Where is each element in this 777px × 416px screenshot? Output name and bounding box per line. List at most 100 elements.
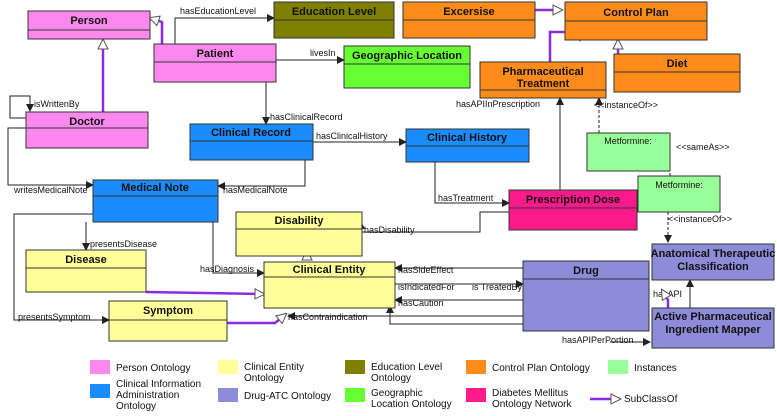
legend-label-subclass: SubClassOf	[624, 394, 678, 405]
node-person: Person	[27, 10, 151, 40]
node-drug-label: Drug	[573, 265, 599, 277]
edge-label-has-api-in-prescription: hasAPIInPrescription	[456, 99, 540, 109]
legend-label-clinical-info-3: Ontology	[116, 401, 156, 412]
legend-label-drug-atc: Drug-ATC Ontology	[244, 391, 331, 402]
node-doctor-label: Doctor	[69, 116, 105, 128]
edge-label-has-medical-note: hasMedicalNote	[223, 185, 288, 195]
legend-swatch-education	[345, 360, 365, 374]
edge-has-medical-note	[217, 160, 306, 190]
node-patient: Patient	[153, 43, 277, 83]
node-control-plan: Control Plan	[564, 1, 708, 41]
legend-item-control-plan: Control Plan Ontology	[466, 360, 590, 374]
edge-label-lives-in: livesIn	[310, 48, 336, 58]
node-atc-label-2: Classification	[677, 261, 749, 273]
edge-label-instance-of-1: <<instanceOf>>	[594, 100, 658, 110]
node-symptom-label: Symptom	[143, 305, 193, 317]
legend-item-instances: Instances	[608, 360, 677, 374]
legend-label-diabetes-2: Ontology Network	[492, 399, 572, 410]
subclass-disease-clinical-entity	[145, 292, 264, 294]
legend-item-diabetes: Diabetes Mellitus Ontology Network	[466, 388, 572, 410]
node-pharmaceutical-treatment: Pharmaceutical Treatment	[479, 61, 607, 99]
node-clinical-entity-label: Clinical Entity	[293, 264, 367, 276]
node-diet: Diet	[613, 53, 741, 93]
node-symptom: Symptom	[108, 300, 228, 342]
node-medical-note-label: Medical Note	[121, 182, 189, 194]
edge-has-education-level	[174, 14, 275, 50]
node-clinical-history-label: Clinical History	[427, 132, 508, 144]
node-control-plan-label: Control Plan	[603, 7, 669, 19]
node-prescription-dose: Prescription Dose	[508, 189, 638, 231]
edge-has-diagnosis	[212, 222, 265, 277]
node-metformine-1-label: Metformine:	[604, 136, 652, 146]
legend-label-education-2: Ontology	[371, 373, 411, 384]
legend-item-clinical-info: Clinical Information Administration Onto…	[90, 379, 201, 412]
legend-swatch-control-plan	[466, 360, 486, 374]
node-disease: Disease	[25, 249, 147, 293]
node-pharma-treatment-label-2: Treatment	[517, 78, 570, 90]
edge-label-is-written-by: isWrittenBy	[34, 99, 80, 109]
edge-label-has-side-effect: hasSideEffect	[398, 265, 454, 275]
node-clinical-history: Clinical History	[405, 128, 530, 163]
node-excersise: Excersise	[402, 1, 536, 39]
node-disability: Disability	[235, 211, 363, 257]
edge-label-has-contraindication: hasContraindication	[288, 312, 368, 322]
node-atc-label-1: Anatomical Therapeutic	[651, 248, 776, 260]
legend-swatch-clinical-entity	[218, 360, 238, 374]
legend-item-clinical-entity: Clinical Entity Ontology	[218, 360, 304, 384]
edge-label-instance-of-2: <<instanceOf>>	[668, 214, 732, 224]
edge-label-has-api-per-portion: hasAPIPerPortion	[562, 335, 634, 345]
legend-item-subclass: SubClassOf	[590, 394, 678, 405]
legend-label-clinical-info-2: Administration	[116, 390, 179, 401]
legend-swatch-person	[90, 360, 110, 374]
legend-item-geographic: Geographic Location Ontology	[345, 388, 452, 410]
node-geographic-location: Geographic Location	[343, 45, 471, 89]
edge-presents-symptom	[13, 213, 110, 324]
node-geographic-location-label: Geographic Location	[352, 50, 462, 62]
node-metformine-2: Metformine:	[637, 175, 721, 213]
legend-item-person: Person Ontology	[90, 360, 191, 374]
node-pharma-treatment-label-1: Pharmaceutical	[502, 66, 583, 78]
legend-item-drug-atc: Drug-ATC Ontology	[218, 388, 331, 402]
edge-writes-medical-note	[7, 127, 94, 189]
node-clinical-record-label: Clinical Record	[211, 127, 291, 139]
legend-label-diabetes-1: Diabetes Mellitus	[492, 388, 568, 399]
node-medical-note: Medical Note	[92, 179, 219, 223]
node-disability-label: Disability	[275, 215, 325, 227]
legend-label-geographic-2: Location Ontology	[371, 399, 452, 410]
node-disease-label: Disease	[65, 254, 107, 266]
edge-label-has-diagnosis: hasDiagnosis	[200, 264, 255, 274]
node-active-pharmaceutical-ingredient-mapper: Active Pharmaceutical Ingredient Mapper	[651, 307, 775, 349]
legend-swatch-diabetes	[466, 388, 486, 402]
node-apim-label-2: Ingredient Mapper	[665, 324, 761, 336]
node-education-level: Education Level	[273, 1, 395, 39]
legend-label-education-1: Education Level	[371, 362, 442, 373]
node-metformine-2-label: Metformine:	[655, 180, 703, 190]
legend-swatch-drug-atc	[218, 388, 238, 402]
edge-label-has-caution: hasCaution	[398, 298, 444, 308]
node-clinical-entity: Clinical Entity	[263, 261, 396, 309]
legend-swatch-geographic	[345, 388, 365, 402]
legend-label-control-plan: Control Plan Ontology	[492, 363, 590, 374]
legend-label-clinical-entity-2: Ontology	[244, 373, 284, 384]
legend-swatch-instances	[608, 360, 628, 374]
edge-has-api-per-portion	[386, 305, 523, 325]
edge-label-has-education-level: hasEducationLevel	[180, 6, 256, 16]
node-metformine-1: Metformine:	[586, 132, 671, 172]
node-person-label: Person	[70, 15, 108, 27]
edge-label-is-indicated-for: isIndicatedFor	[398, 282, 455, 292]
edge-label-presents-symptom: presentsSymptom	[18, 312, 91, 322]
legend-label-clinical-info-1: Clinical Information	[116, 379, 201, 390]
legend-label-clinical-entity-1: Clinical Entity	[244, 362, 304, 373]
legend-swatch-clinical-info	[90, 384, 110, 398]
legend-label-instances: Instances	[634, 363, 677, 374]
node-education-level-label: Education Level	[292, 6, 376, 18]
node-excersise-label: Excersise	[443, 6, 494, 18]
subclass-symptom-clinical-entity	[227, 314, 286, 323]
edge-label-has-clinical-history: hasClinicalHistory	[316, 131, 388, 141]
node-prescription-dose-label: Prescription Dose	[526, 194, 620, 206]
subclass-patient-person	[150, 18, 164, 50]
legend-item-education: Education Level Ontology	[345, 360, 442, 384]
node-drug: Drug	[522, 260, 650, 332]
edge-label-has-disability: hasDisability	[364, 225, 415, 235]
edge-label-has-clinical-record: hasClinicalRecord	[270, 112, 343, 122]
